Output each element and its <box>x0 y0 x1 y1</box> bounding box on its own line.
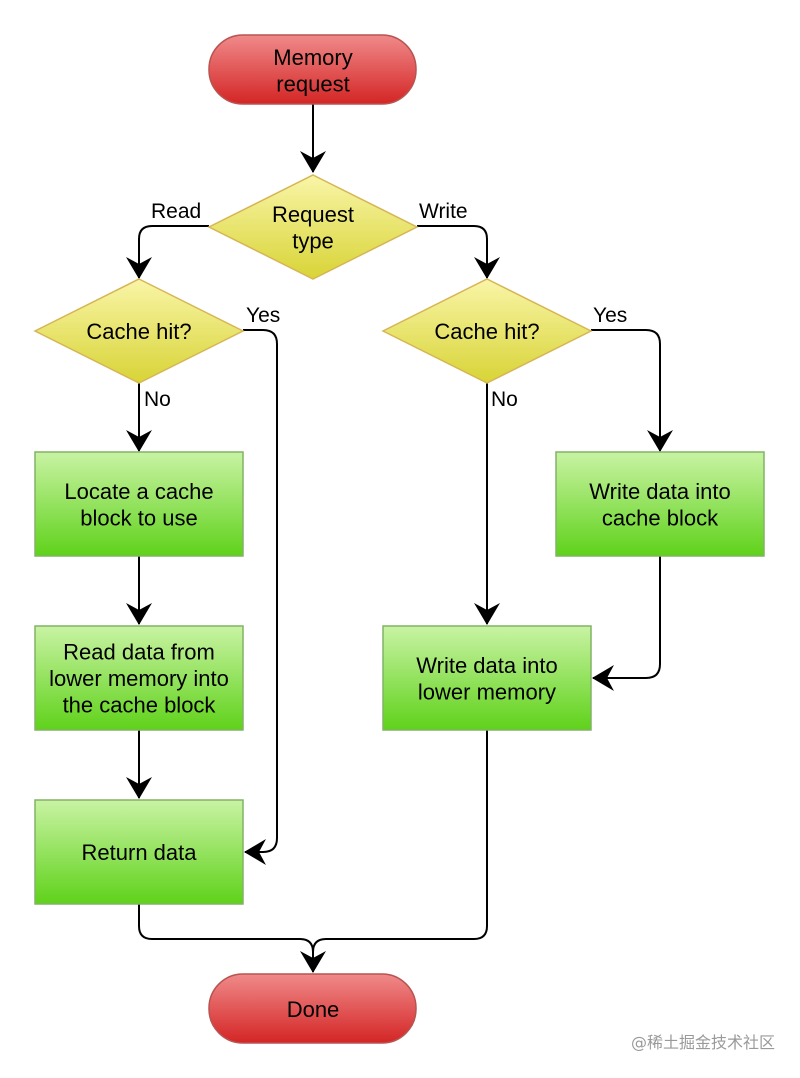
edges <box>126 104 673 973</box>
edge-return-to-done <box>138 904 326 973</box>
node-label: Cache hit? <box>434 319 539 344</box>
edge-label-write-yes: Yes <box>593 304 627 327</box>
node-label: Return data <box>82 840 198 865</box>
node-write-cache-hit: Cache hit? <box>381 278 593 384</box>
edge-write-yes <box>591 329 673 452</box>
process-shape <box>34 451 244 557</box>
node-read-cache-hit: Cache hit? <box>33 278 245 384</box>
decision-shape <box>207 174 419 280</box>
process-shape <box>34 625 244 731</box>
edge-write-lower-to-done <box>312 730 488 953</box>
node-label-line: type <box>292 228 334 253</box>
node-label-line: Write data into <box>416 653 557 678</box>
edge-label-read-no: No <box>144 388 171 411</box>
edge-cache-block-to-write-lower <box>592 556 661 691</box>
process-shape <box>34 799 244 905</box>
node-label-line: block to use <box>80 505 197 530</box>
node-label-line: Request <box>272 202 354 227</box>
node-label-line: Locate a cache <box>64 479 213 504</box>
watermark-text: @稀土掘金技术社区 <box>631 1033 775 1052</box>
node-label-line: Done <box>287 997 340 1022</box>
node-label-line: request <box>276 71 349 96</box>
node-return-data: Return data <box>34 799 244 905</box>
edge-read <box>126 225 209 279</box>
edge-label-read-yes: Yes <box>246 304 280 327</box>
edge-read-yes <box>243 329 278 865</box>
terminal-shape <box>208 973 417 1044</box>
node-label-line: Return data <box>82 840 198 865</box>
node-label-line: lower memory into <box>49 666 229 691</box>
decision-shape <box>381 278 593 384</box>
node-label-line: Memory <box>273 45 352 70</box>
node-label: Cache hit? <box>86 319 191 344</box>
node-label-line: Write data into <box>589 479 730 504</box>
process-shape <box>382 625 592 731</box>
edge-label-write: Write <box>419 200 468 223</box>
node-label-line: the cache block <box>63 693 217 718</box>
process-shape <box>555 451 765 557</box>
edge-write <box>417 225 500 279</box>
node-label-line: cache block <box>602 505 719 530</box>
node-label: Done <box>287 997 340 1022</box>
decision-shape <box>33 278 245 384</box>
edge-label-read: Read <box>151 200 201 223</box>
node-label-line: Cache hit? <box>86 319 191 344</box>
node-label-line: Read data from <box>63 640 215 665</box>
terminal-shape <box>208 34 417 105</box>
node-done: Done <box>208 973 417 1044</box>
node-label-line: Cache hit? <box>434 319 539 344</box>
node-label-line: lower memory <box>418 679 556 704</box>
edge-label-write-no: No <box>491 388 518 411</box>
